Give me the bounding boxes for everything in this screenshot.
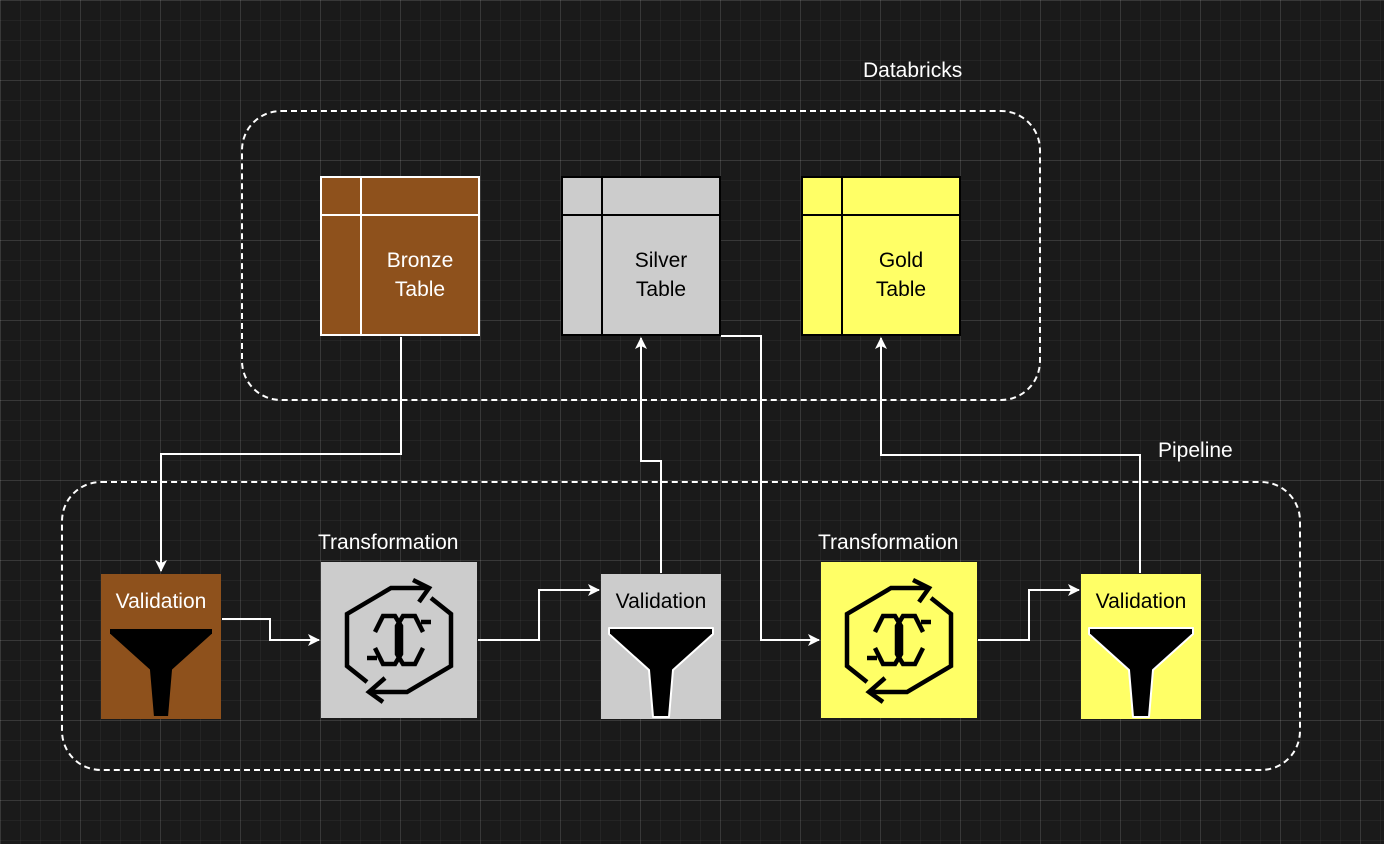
bronze-table[interactable]: Bronze Table (320, 176, 480, 336)
table-column-divider (841, 178, 843, 334)
table-header-divider (322, 214, 478, 216)
transformation-gold-label: Transformation (818, 531, 959, 554)
pipeline-group (61, 481, 1301, 771)
validation-gold-node[interactable]: Validation (1081, 574, 1201, 719)
edge-validation-to-transformation-silver (222, 618, 320, 646)
pipeline-group-label: Pipeline (1158, 439, 1233, 462)
silver-table[interactable]: Silver Table (561, 176, 721, 336)
edge-silver-table-to-transformation-gold (721, 335, 820, 646)
databricks-group-label: Databricks (863, 59, 963, 82)
bronze-table-label: Bronze Table (386, 249, 454, 301)
transformation-gold-node[interactable] (821, 562, 977, 718)
validation-bronze-node[interactable]: Validation (101, 574, 221, 719)
edge-transformation-gold-to-validation-gold (978, 584, 1080, 641)
validation-gold-label: Validation (1095, 590, 1187, 613)
validation-silver-node[interactable]: Validation (601, 574, 721, 719)
table-column-divider (360, 178, 362, 334)
gold-table-label: Gold Table (875, 249, 927, 301)
validation-silver-label: Validation (615, 590, 707, 613)
table-header-divider (803, 214, 959, 216)
table-column-divider (601, 178, 603, 334)
edge-bronze-table-to-validation (155, 337, 402, 572)
funnel-icon (608, 627, 714, 718)
transformation-silver-node[interactable] (321, 562, 477, 718)
edge-transformation-to-validation-silver (478, 584, 600, 641)
silver-table-label: Silver Table (634, 249, 688, 301)
validation-bronze-label: Validation (115, 590, 207, 613)
edge-validation-silver-to-silver-table (635, 337, 662, 573)
funnel-icon (1088, 627, 1194, 718)
transformation-silver-label: Transformation (318, 531, 459, 554)
edge-validation-gold-to-gold-table (875, 337, 1141, 573)
funnel-icon (108, 627, 214, 718)
gold-table[interactable]: Gold Table (801, 176, 961, 336)
transform-cycle-icon (844, 577, 954, 704)
transform-cycle-icon (344, 577, 454, 704)
table-header-divider (563, 214, 719, 216)
